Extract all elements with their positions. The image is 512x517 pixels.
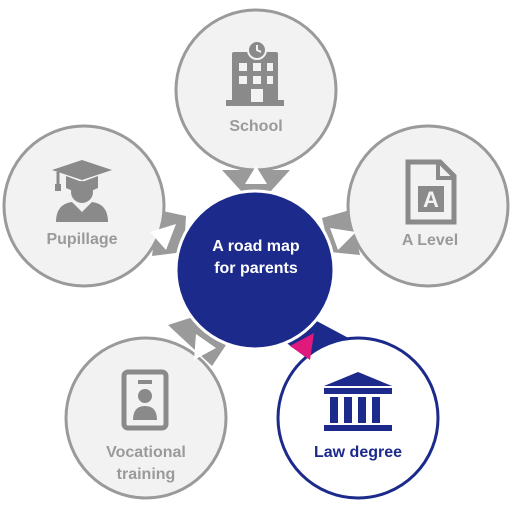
node-label-a-level: A Level bbox=[401, 232, 459, 249]
node-label-vocational: Vocational training bbox=[106, 444, 186, 483]
courthouse-icon bbox=[324, 372, 392, 431]
document-a-icon: A bbox=[405, 159, 457, 225]
node-label-pupillage: Pupillage bbox=[46, 231, 118, 248]
node-law-degree[interactable] bbox=[276, 336, 440, 500]
svg-text:A: A bbox=[423, 187, 439, 212]
arrow-school-icon bbox=[245, 166, 267, 184]
node-label-law-degree: Law degree bbox=[313, 444, 403, 461]
arrow-pupillage-icon bbox=[150, 224, 176, 250]
building-icon bbox=[226, 40, 284, 106]
graduate-icon bbox=[52, 160, 112, 222]
node-label-school: School bbox=[229, 118, 283, 135]
arrows bbox=[150, 166, 356, 360]
arrow-a-level-icon bbox=[330, 228, 356, 250]
arrow-law-degree-icon bbox=[290, 333, 314, 360]
arrow-vocational-icon bbox=[194, 334, 216, 360]
center-label: A road map for parents bbox=[212, 238, 300, 277]
node-pupillage[interactable] bbox=[2, 124, 166, 288]
node-a-level[interactable]: A bbox=[346, 124, 510, 288]
node-school[interactable] bbox=[174, 8, 338, 172]
node-vocational[interactable] bbox=[64, 336, 228, 500]
center-node[interactable] bbox=[174, 189, 336, 351]
id-badge-icon bbox=[121, 369, 169, 431]
